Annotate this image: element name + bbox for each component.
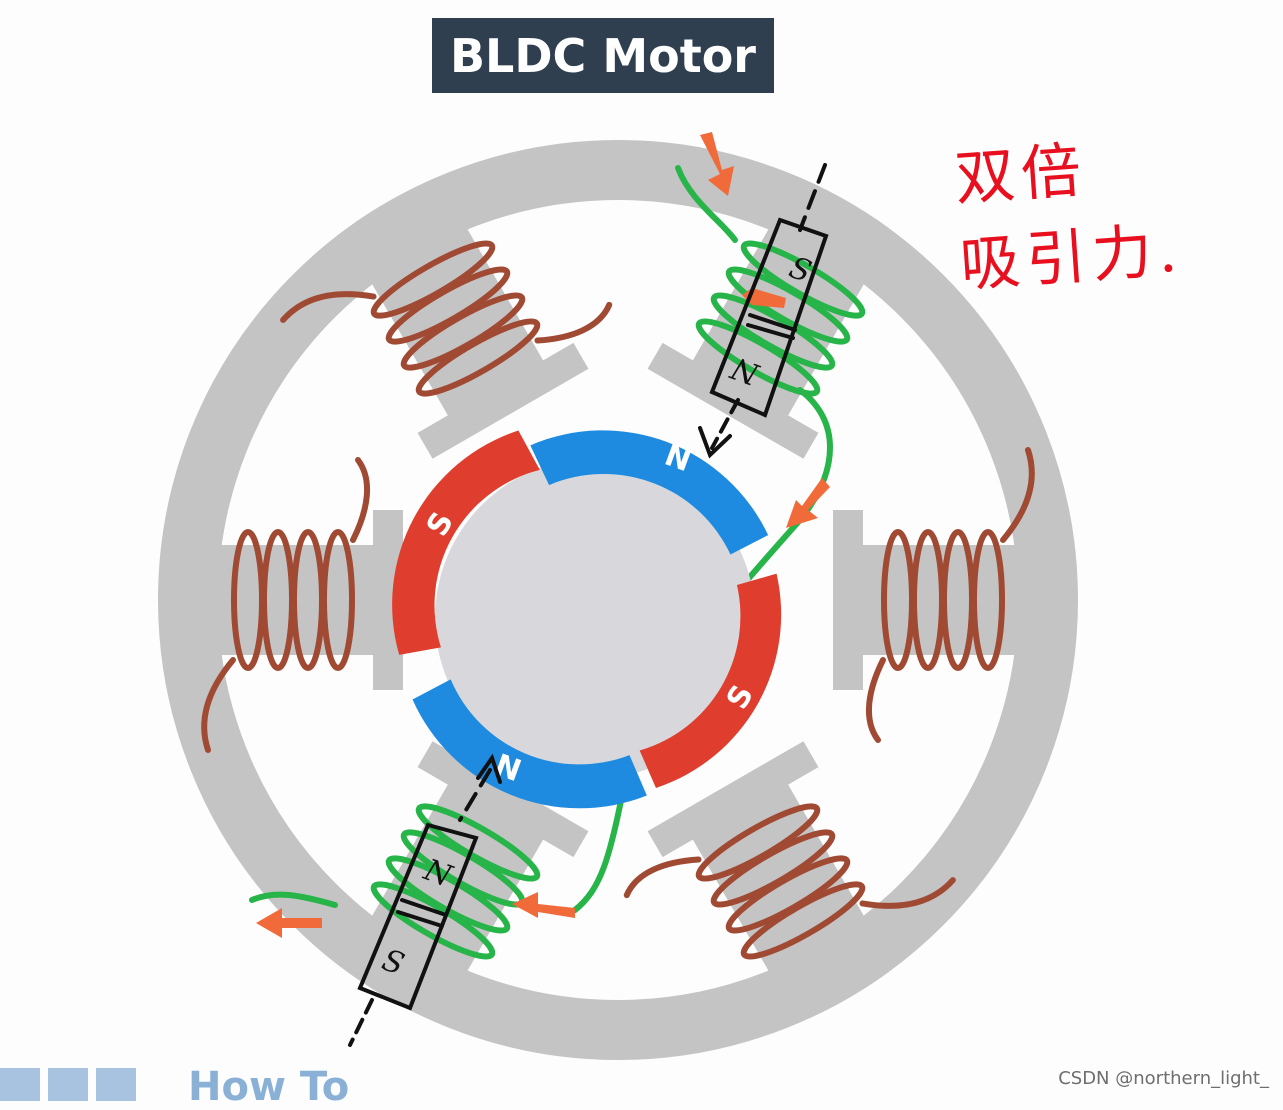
- rotor-segment-south-right: [639, 573, 782, 788]
- coil-left: [201, 457, 371, 753]
- annotation-line-2: 吸引力.: [957, 215, 1186, 301]
- coil-upper-left: [280, 240, 613, 397]
- wire-top-lead: [675, 165, 738, 243]
- rotor-magnets: [392, 430, 782, 809]
- annotation-line-1: 双倍: [952, 135, 1090, 215]
- logo-graphic: [0, 1068, 136, 1101]
- rotor-segment-north-top: [530, 430, 769, 555]
- title-banner: BLDC Motor: [432, 18, 774, 93]
- diagram-title: BLDC Motor: [450, 28, 756, 83]
- coil-lower-right: [623, 803, 956, 960]
- logo-text: How To: [188, 1064, 350, 1110]
- current-arrow-mid: [786, 478, 830, 528]
- coil-right: [865, 447, 1035, 743]
- current-arrow-top: [700, 132, 734, 196]
- csdn-watermark: CSDN @northern_light_: [1058, 1068, 1269, 1089]
- stator-ring: [158, 140, 1078, 1060]
- wire-bottom-lead: [249, 891, 338, 908]
- current-arrow-left: [256, 908, 322, 938]
- rotor-hub: [435, 458, 755, 778]
- inactive-coils: [201, 240, 1035, 960]
- rotor-segment-north-bottom: [412, 679, 647, 809]
- rotor-segment-south-left: [392, 430, 540, 655]
- current-arrow-lower: [512, 892, 575, 918]
- coil-upper-right-active: [695, 240, 866, 397]
- current-arrows: [256, 132, 830, 938]
